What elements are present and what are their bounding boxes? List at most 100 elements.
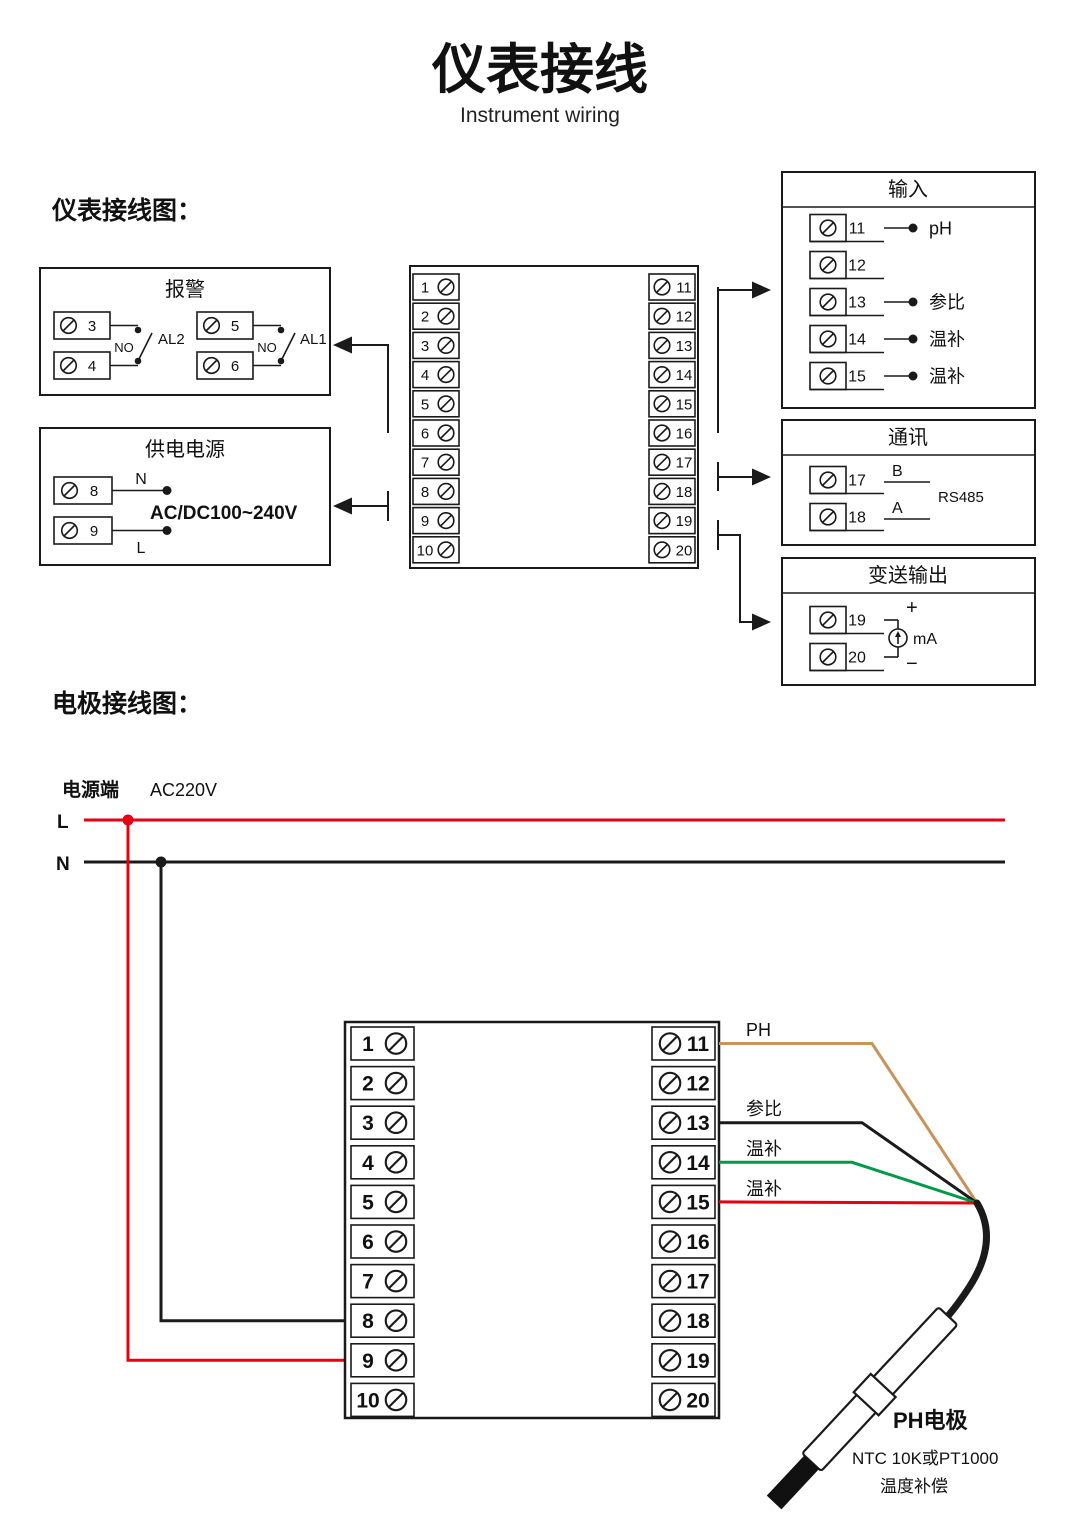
plus-label: + bbox=[906, 597, 918, 619]
terminal-number-17: 17 bbox=[676, 455, 693, 472]
screw-icon bbox=[437, 307, 455, 325]
screw-icon bbox=[384, 1032, 408, 1055]
temp-wire-green bbox=[719, 1160, 978, 1205]
terminal-number-11: 11 bbox=[687, 1033, 710, 1056]
screw-icon bbox=[658, 1071, 682, 1095]
terminal-number-9: 9 bbox=[362, 1350, 374, 1373]
relay-switch-al2 bbox=[110, 324, 153, 367]
terminal-number-20: 20 bbox=[848, 650, 866, 667]
screw-icon bbox=[819, 330, 837, 348]
switch-blade bbox=[280, 332, 296, 362]
no-label-right: NO bbox=[257, 340, 277, 355]
live-label: L bbox=[137, 540, 146, 557]
ac220v-label: AC220V bbox=[150, 780, 217, 800]
terminal-number-16: 16 bbox=[676, 426, 693, 443]
screw-icon bbox=[60, 521, 79, 540]
electrode-tip bbox=[766, 1455, 819, 1510]
screw-icon bbox=[653, 482, 671, 500]
terminal-number-19: 19 bbox=[686, 1350, 709, 1373]
connection-lines bbox=[352, 287, 752, 623]
screw-icon bbox=[437, 366, 455, 384]
terminal-number-11: 11 bbox=[676, 280, 692, 297]
terminal-number-1: 1 bbox=[421, 280, 429, 297]
screw-icon bbox=[658, 1269, 682, 1293]
power-box: 供电电源 8 N AC/DC100~240V 9 L bbox=[39, 427, 331, 566]
terminal-cell-13 bbox=[651, 1105, 716, 1140]
screw-icon bbox=[384, 1309, 408, 1333]
screw-icon bbox=[437, 395, 455, 413]
switch-contact bbox=[134, 326, 142, 334]
arrow-to-output bbox=[752, 613, 771, 631]
terminal-number-5: 5 bbox=[421, 396, 429, 413]
terminal-number-18: 18 bbox=[676, 484, 693, 501]
screw-icon bbox=[59, 316, 78, 335]
screw-icon bbox=[653, 307, 671, 325]
terminal-number-18: 18 bbox=[848, 510, 866, 527]
current-loop bbox=[884, 619, 908, 658]
section1-label: 仪表接线图： bbox=[51, 196, 202, 225]
sensor-compensation-label: 温度补偿 bbox=[880, 1477, 948, 1496]
terminal-number-19: 19 bbox=[676, 513, 693, 530]
terminal-number-12: 12 bbox=[848, 258, 866, 275]
screw-icon bbox=[819, 293, 837, 311]
screw-icon bbox=[658, 1150, 682, 1174]
screw-icon bbox=[59, 356, 78, 375]
output-box-title: 变送输出 bbox=[868, 564, 948, 587]
terminal-number-17: 17 bbox=[848, 473, 866, 490]
screw-icon bbox=[437, 424, 455, 442]
al2-label: AL2 bbox=[158, 331, 185, 348]
screw-icon bbox=[653, 424, 671, 442]
arrow-to-comm bbox=[752, 468, 771, 486]
terminal-number-5: 5 bbox=[362, 1191, 374, 1214]
neutral-drop-wire bbox=[159, 862, 345, 1323]
screw-icon bbox=[384, 1230, 408, 1253]
screw-icon bbox=[658, 1230, 682, 1253]
arrows bbox=[333, 281, 771, 631]
signal-dot bbox=[908, 371, 918, 381]
screw-icon bbox=[658, 1388, 682, 1412]
screw-icon bbox=[384, 1071, 408, 1095]
screw-icon bbox=[202, 356, 221, 375]
screw-icon bbox=[437, 453, 455, 471]
terminal-number-5: 5 bbox=[231, 318, 239, 335]
terminal-number-7: 7 bbox=[421, 455, 429, 472]
rs485-b-label: B bbox=[892, 463, 903, 480]
screw-icon bbox=[437, 541, 455, 559]
al1-label: AL1 bbox=[300, 331, 327, 348]
output-box: 变送输出 19 20 + mA − bbox=[781, 557, 1036, 686]
signal-dot bbox=[908, 334, 918, 344]
terminal-number-4: 4 bbox=[362, 1152, 374, 1175]
terminal-number-2: 2 bbox=[362, 1073, 374, 1096]
page-subtitle: Instrument wiring bbox=[460, 104, 620, 127]
terminal-number-14: 14 bbox=[686, 1152, 710, 1175]
no-label-left: NO bbox=[114, 340, 134, 355]
screw-icon bbox=[819, 611, 837, 629]
alarm-box-title: 报警 bbox=[165, 278, 205, 301]
electrode-cable bbox=[944, 1199, 990, 1320]
wire-label-ref: 参比 bbox=[746, 1099, 782, 1119]
screw-icon bbox=[653, 336, 671, 354]
input-box: 输入 11 pH 12 13 参比 14 温补 15 bbox=[781, 171, 1036, 409]
neutral-node-dot bbox=[162, 486, 172, 495]
arrow-to-input bbox=[752, 281, 771, 299]
electrode-collar bbox=[852, 1372, 898, 1417]
arrow-to-alarm bbox=[333, 336, 352, 354]
wire-label-temp2: 温补 bbox=[746, 1179, 782, 1199]
screw-icon bbox=[384, 1269, 408, 1293]
terminal-number-13: 13 bbox=[686, 1112, 709, 1135]
screw-icon bbox=[658, 1111, 682, 1135]
screw-icon bbox=[819, 256, 837, 274]
terminal-number-3: 3 bbox=[88, 318, 96, 335]
neutral-label: N bbox=[135, 471, 147, 488]
screw-icon bbox=[437, 336, 455, 354]
terminal-number-2: 2 bbox=[421, 309, 429, 326]
switch-blade bbox=[137, 332, 153, 362]
terminal-number-13: 13 bbox=[676, 338, 693, 355]
terminal-number-14: 14 bbox=[848, 332, 866, 349]
bracket-output-elbow bbox=[718, 534, 752, 623]
section2-label: 电极接线图： bbox=[52, 689, 202, 718]
terminal-cell-10 bbox=[412, 535, 460, 564]
